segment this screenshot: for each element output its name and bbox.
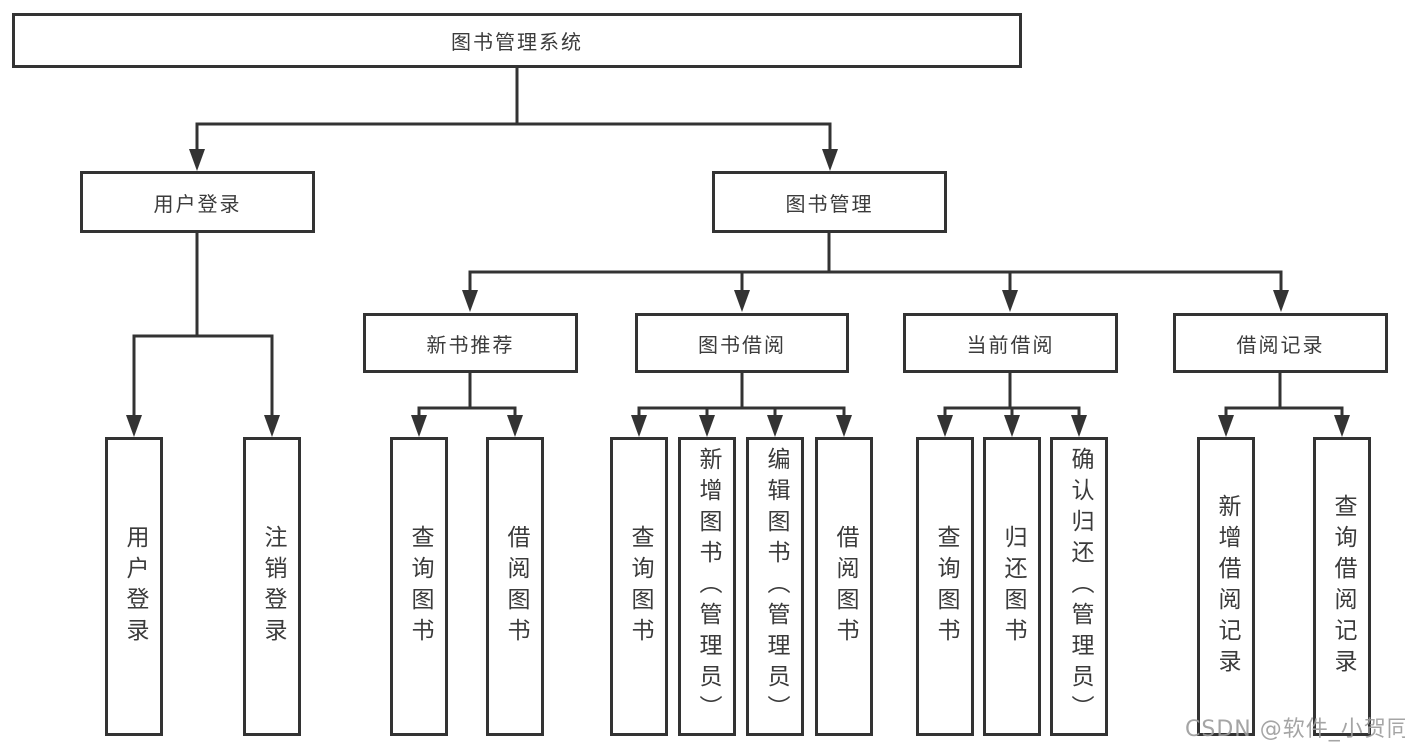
leaf-query-borrow-record: 查询借阅记录 [1313,437,1371,736]
connector-book-borrowing-group [631,371,852,437]
leaf-borrow-books-borrowing: 借阅图书 [815,437,873,736]
leaf-add-book-admin: 新增图书（管理员） [678,437,736,736]
watermark: CSDN @软件_小贺同学 [1185,717,1405,742]
node-root: 图书管理系统 [12,13,1022,68]
leaf-query-books-borrowing: 查询图书 [610,437,668,736]
leaf-add-borrow-record: 新增借阅记录 [1197,437,1255,736]
leaf-borrow-books-recommend: 借阅图书 [486,437,544,736]
connector-new-book-group [411,371,523,437]
leaf-user-login: 用户登录 [105,437,163,736]
connector-book-management-branch [462,231,1289,312]
node-new-book-recommend: 新书推荐 [363,313,578,373]
leaf-confirm-return-admin: 确认归还（管理员） [1050,437,1108,736]
leaf-return-book: 归还图书 [983,437,1041,736]
leaf-query-books-recommend: 查询图书 [390,437,448,736]
leaf-logout: 注销登录 [243,437,301,736]
connector-borrowing-records-group [1218,371,1350,437]
node-user-login-branch: 用户登录 [80,171,315,233]
connector-root-to-level2 [189,66,838,171]
leaf-edit-book-admin: 编辑图书（管理员） [746,437,804,736]
connector-user-login-branch [126,231,280,437]
leaf-query-books-current: 查询图书 [916,437,974,736]
node-book-borrowing: 图书借阅 [635,313,849,373]
node-book-management: 图书管理 [712,171,947,233]
node-current-borrowing: 当前借阅 [903,313,1118,373]
node-borrowing-records: 借阅记录 [1173,313,1388,373]
connector-current-borrowing-group [937,371,1087,437]
